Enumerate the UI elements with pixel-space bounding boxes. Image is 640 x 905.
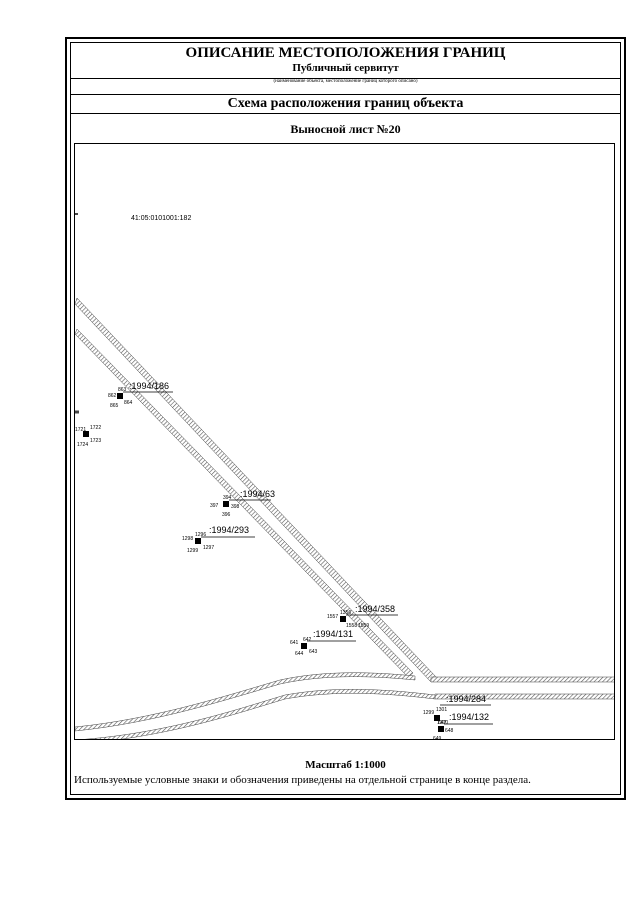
parcel-marker[interactable]: :1994/284 1301 1299 1300 (423, 694, 491, 726)
svg-text::1994/293: :1994/293 (209, 525, 249, 535)
svg-text:1723: 1723 (90, 438, 101, 444)
divider (71, 78, 620, 79)
svg-text:643: 643 (309, 649, 318, 655)
svg-text:649: 649 (433, 736, 442, 740)
svg-text::1994/358: :1994/358 (355, 604, 395, 614)
divider (71, 94, 620, 95)
svg-text:1296: 1296 (195, 532, 206, 538)
document-frame: ОПИСАНИЕ МЕСТОПОЛОЖЕНИЯ ГРАНИЦ Публичный… (70, 42, 621, 795)
svg-text:648: 648 (445, 728, 454, 734)
svg-text:641: 641 (290, 640, 299, 646)
svg-text::1994/63: :1994/63 (240, 489, 275, 499)
document-title: ОПИСАНИЕ МЕСТОПОЛОЖЕНИЯ ГРАНИЦ (185, 45, 506, 61)
svg-text:1356: 1356 (340, 610, 351, 616)
svg-text:1721: 1721 (75, 427, 86, 433)
legend-note: Используемые условные знаки и обозначени… (74, 774, 531, 786)
svg-text:1558: 1558 (346, 623, 357, 629)
object-type: Публичный сервитут (292, 62, 399, 74)
svg-text:1724: 1724 (77, 442, 88, 448)
svg-text:1298: 1298 (182, 536, 193, 542)
svg-text::1994/131: :1994/131 (313, 629, 353, 639)
svg-text:864: 864 (124, 400, 133, 406)
svg-text:1722: 1722 (90, 425, 101, 431)
scheme-title: Схема расположения границ объекта (227, 96, 464, 111)
sheet-title: Выносной лист №20 (290, 122, 401, 136)
svg-text:1300: 1300 (437, 720, 448, 726)
parcel-marker[interactable]: :1994/132 647 648 649 (433, 712, 493, 740)
boundary-map[interactable]: 41:05:0101001:182 :1994/186 863 862 865 … (74, 143, 615, 740)
parcel-marker[interactable]: :1994/358 1356 1557 1558 1559 (327, 604, 398, 629)
servitude-boundary (75, 213, 614, 739)
map-scale: Масштаб 1:1000 (305, 759, 386, 771)
divider (71, 113, 620, 114)
parcel-marker[interactable]: :1994/63 394 397 398 396 (210, 489, 275, 518)
svg-text:398: 398 (231, 504, 240, 510)
point-cluster: 1721 1722 1723 1724 (75, 425, 101, 448)
svg-text::1994/186: :1994/186 (129, 381, 169, 391)
object-note: (наименование объекта, местоположение гр… (273, 79, 418, 84)
parcel-marker[interactable]: :1994/293 1296 1298 1297 1299 (182, 525, 255, 554)
document-sheet: ОПИСАНИЕ МЕСТОПОЛОЖЕНИЯ ГРАНИЦ Публичный… (65, 37, 626, 800)
svg-text:396: 396 (222, 512, 231, 518)
svg-text::1994/132: :1994/132 (449, 712, 489, 722)
cadastral-number: 41:05:0101001:182 (131, 215, 191, 222)
svg-text:863: 863 (118, 387, 127, 393)
map-canvas: 41:05:0101001:182 :1994/186 863 862 865 … (75, 213, 614, 740)
svg-text:397: 397 (210, 503, 219, 509)
svg-text:647: 647 (438, 720, 447, 726)
svg-text:644: 644 (295, 651, 304, 657)
svg-text:642: 642 (303, 637, 312, 643)
svg-text::1994/284: :1994/284 (446, 694, 486, 704)
parcel-marker[interactable]: :1994/186 863 862 865 864 (108, 381, 173, 409)
svg-text:394: 394 (223, 495, 232, 501)
svg-text:1299: 1299 (187, 548, 198, 554)
svg-text:1557: 1557 (327, 614, 338, 620)
svg-text:1301: 1301 (436, 707, 447, 713)
svg-text:862: 862 (108, 393, 117, 399)
svg-text:1297: 1297 (203, 545, 214, 551)
svg-text:865: 865 (110, 403, 119, 409)
svg-text:1559: 1559 (358, 623, 369, 629)
svg-text:1299: 1299 (423, 710, 434, 716)
parcel-marker[interactable]: :1994/131 642 641 644 643 (290, 629, 356, 657)
